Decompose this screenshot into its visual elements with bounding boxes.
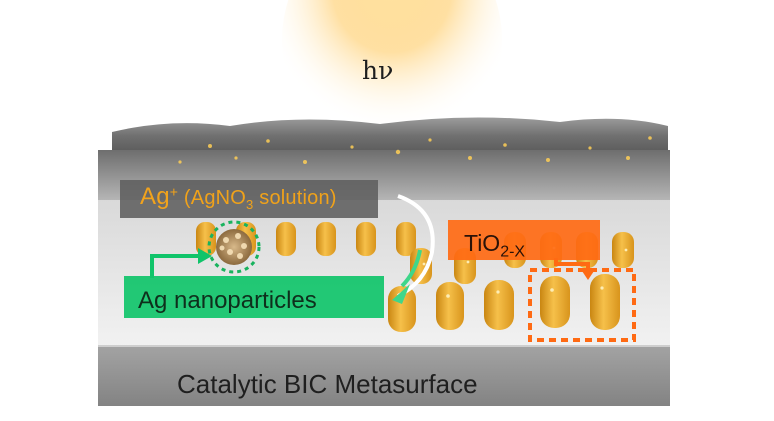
dashed-cluster-ring xyxy=(207,220,261,274)
oxide-label-box xyxy=(448,220,600,260)
ion-label: Ag+ (AgNO3 solution) xyxy=(140,183,337,211)
oxide-subscript: 2-X xyxy=(500,243,526,261)
curved-arrow-icon xyxy=(397,194,435,298)
solution-subscript: 3 xyxy=(246,197,254,212)
oxide-label: TiO2-X xyxy=(464,230,525,260)
orange-arrow-icon xyxy=(554,258,590,270)
dashed-highlight-icon xyxy=(528,268,636,342)
particle-label-box xyxy=(124,276,384,318)
ion-charge: + xyxy=(169,183,179,200)
substrate-base xyxy=(98,346,670,406)
curved-arrow-head xyxy=(392,284,410,304)
light-symbol-label: hν xyxy=(362,56,394,85)
particle-label: Ag nanoparticles xyxy=(138,287,317,314)
green-arrow-head xyxy=(198,248,212,264)
ion-symbol: Ag xyxy=(140,183,170,210)
cluster-dots xyxy=(219,233,247,259)
green-arrow-icon xyxy=(150,254,202,278)
solution-close: solution) xyxy=(253,187,337,209)
substrate-label: Catalytic BIC Metasurface xyxy=(177,369,478,399)
ion-label-box xyxy=(120,180,378,218)
curved-arrow-green-tail xyxy=(400,249,422,288)
solution-surface xyxy=(112,117,668,154)
solution-open: (AgNO xyxy=(183,187,247,209)
oxide-formula: TiO xyxy=(464,230,501,256)
solution-sparkles xyxy=(178,136,652,164)
